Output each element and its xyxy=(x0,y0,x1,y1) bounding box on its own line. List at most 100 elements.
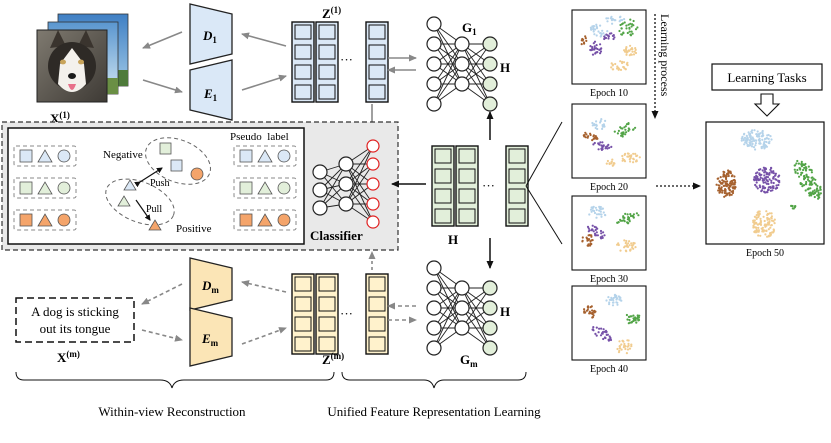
scatter-point xyxy=(620,33,623,36)
scatter-point xyxy=(728,191,731,194)
scatter-point xyxy=(758,178,762,181)
scatter-point xyxy=(625,239,628,243)
scatter-point xyxy=(584,136,587,139)
scatter-point xyxy=(601,235,604,238)
scatter-point xyxy=(617,243,620,247)
scatter-point xyxy=(805,180,808,184)
scatter-point xyxy=(805,183,808,186)
scatter-point xyxy=(635,212,639,215)
scatter-point xyxy=(719,176,722,179)
scatter-point xyxy=(600,327,603,330)
scatter-point xyxy=(599,141,602,144)
scatter-point xyxy=(580,43,583,46)
net-node xyxy=(366,139,380,153)
scatter-point xyxy=(595,44,598,47)
unified-caption: Unified Feature Representation Learning xyxy=(327,404,541,419)
scatter-point xyxy=(628,347,632,350)
scatter-point xyxy=(626,50,629,54)
scatter-point xyxy=(595,124,598,127)
scatter-point xyxy=(584,311,587,314)
scatter-point xyxy=(630,345,633,348)
scatter-point xyxy=(729,172,733,175)
scatter-point xyxy=(595,326,598,329)
scatter-point xyxy=(767,133,770,137)
scatter-point xyxy=(757,229,761,232)
scatter-point xyxy=(618,340,621,343)
scatter-point xyxy=(603,35,606,38)
scatter-point xyxy=(619,60,622,63)
matrix-cell xyxy=(294,24,312,40)
scatter-point xyxy=(621,133,624,136)
scatter-point xyxy=(630,25,633,28)
scatter-point xyxy=(608,32,612,35)
circle-shape xyxy=(277,213,291,227)
scatter-point xyxy=(733,175,736,178)
scatter-point xyxy=(801,163,805,166)
text-sample-line1: A dog is sticking xyxy=(31,304,119,319)
scatter-point xyxy=(597,30,600,33)
scatter-point xyxy=(632,152,635,155)
scatter-point xyxy=(584,37,587,40)
scatter-point xyxy=(723,171,726,174)
scatter-point xyxy=(817,189,820,192)
scatter-point xyxy=(720,188,723,191)
scatter-point xyxy=(600,213,603,216)
epoch-50-label: Epoch 50 xyxy=(746,248,784,259)
scatter-point xyxy=(759,222,762,226)
shape-row-box xyxy=(13,209,77,231)
scatter-point xyxy=(757,168,761,171)
scatter-point xyxy=(591,46,594,49)
scatter-point xyxy=(621,159,624,162)
scatter-point xyxy=(612,301,615,304)
scatter-point xyxy=(804,168,807,171)
scatter-point xyxy=(730,193,733,196)
scatter-point xyxy=(811,183,814,186)
scatter-point xyxy=(584,35,587,38)
scatter-point xyxy=(807,187,810,190)
tsne-panel xyxy=(571,285,647,361)
scatter-point xyxy=(766,218,769,221)
scatter-point xyxy=(805,175,808,178)
scatter-point xyxy=(794,170,797,173)
scatter-point xyxy=(617,129,621,132)
matrix-cell xyxy=(318,44,336,60)
matrix-cell xyxy=(318,64,336,80)
text-sample-box xyxy=(15,297,135,343)
scatter-point xyxy=(617,242,620,245)
scatter-point xyxy=(629,321,632,324)
scatter-point xyxy=(618,345,621,348)
scatter-point xyxy=(756,175,759,178)
scatter-point xyxy=(594,126,597,130)
scatter-point xyxy=(608,303,611,306)
scatter-point xyxy=(619,19,622,22)
scatter-point xyxy=(599,48,602,51)
scatter-point xyxy=(808,168,811,171)
z1-label: Z(1) xyxy=(322,5,341,21)
net-node xyxy=(426,36,442,52)
scatter-point xyxy=(752,146,756,149)
scatter-point xyxy=(625,53,628,56)
pull-label: Pull xyxy=(146,204,162,215)
scatter-point xyxy=(591,124,594,127)
net-node xyxy=(426,320,442,336)
scatter-point xyxy=(590,28,593,31)
shape-row-box xyxy=(13,145,77,167)
scatter-point xyxy=(602,328,605,331)
scatter-point xyxy=(743,136,747,139)
epoch-50-clusters xyxy=(715,129,823,238)
scatter-point xyxy=(607,35,611,38)
scatter-point xyxy=(770,224,773,227)
scatter-point xyxy=(622,219,625,222)
scatter-point xyxy=(627,344,630,347)
scatter-point xyxy=(629,34,633,37)
triangle-shape xyxy=(37,149,53,163)
scatter-point xyxy=(589,133,592,137)
scatter-point xyxy=(765,229,768,232)
xm-label: X(m) xyxy=(57,349,80,365)
scatter-point xyxy=(769,186,772,189)
scatter-point xyxy=(775,186,778,190)
scatter-point xyxy=(756,187,759,190)
matrix-cell xyxy=(368,336,386,352)
scatter-point xyxy=(607,37,610,40)
scatter-point xyxy=(763,219,766,223)
